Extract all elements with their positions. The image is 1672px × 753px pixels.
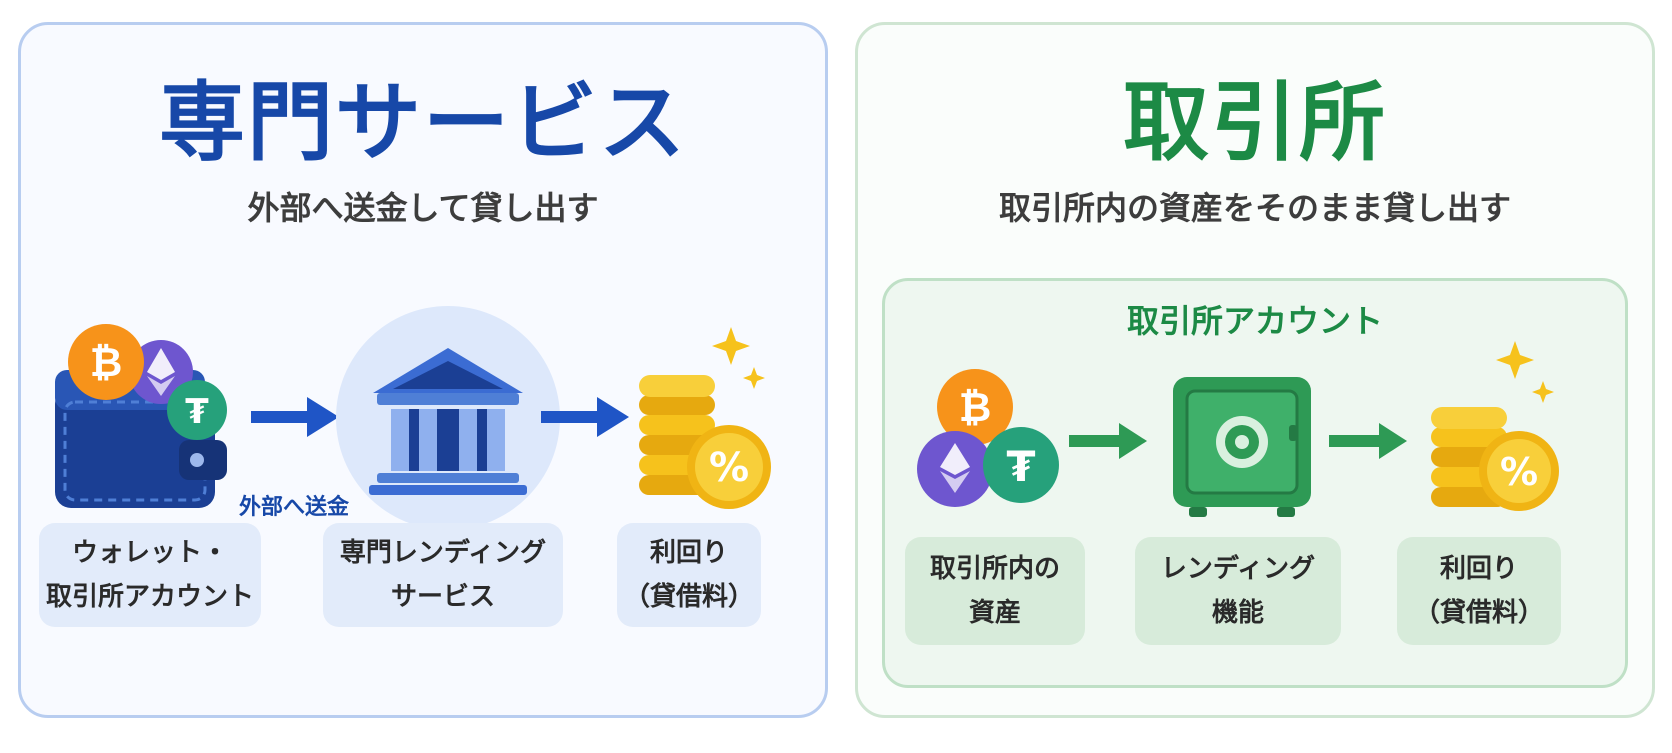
coin-stack-percent-icon: % — [639, 327, 771, 509]
tether-symbol: ₮ — [185, 392, 209, 432]
step-label-lending-feature: レンディング 機能 — [1135, 537, 1341, 645]
step-label-exchange-assets: 取引所内の 資産 — [905, 537, 1085, 645]
step-label-yield: 利回り （貸借料） — [1397, 537, 1561, 645]
panel-title: 専門サービス — [159, 73, 687, 173]
step-label-yield: 利回り （貸借料） — [617, 523, 761, 627]
bank-building-icon — [336, 306, 560, 530]
panel-external-service: 専門サービス 外部へ送金して貸し出す ₿ ₮ 外部へ送金 — [18, 22, 828, 718]
step-label-lending-service: 専門レンディング サービス — [323, 523, 563, 627]
percent-symbol: % — [709, 445, 749, 491]
bitcoin-symbol: ₿ — [959, 385, 992, 431]
wallet-with-crypto-icon: ₿ ₮ — [55, 324, 227, 508]
arrow-right-icon — [541, 397, 629, 437]
panel-title: 取引所 — [1123, 73, 1387, 173]
arrow-right-icon — [1069, 423, 1147, 459]
bitcoin-symbol: ₿ — [90, 340, 123, 386]
coin-stack-percent-icon: % — [1431, 341, 1559, 511]
panel-subtitle: 外部へ送金して貸し出す — [247, 189, 599, 227]
arrow-right-icon — [1329, 423, 1407, 459]
external-transfer-label: 外部へ送金 — [239, 495, 350, 520]
arrow-right-icon — [251, 397, 339, 437]
panel-subtitle: 取引所内の資産をそのまま貸し出す — [998, 189, 1511, 227]
panel-exchange: 取引所 取引所内の資産をそのまま貸し出す 取引所アカウント ₿ ₮ — [855, 22, 1655, 718]
exchange-account-title: 取引所アカウント — [1126, 302, 1383, 340]
safe-vault-icon — [1173, 377, 1311, 517]
crypto-coins-icon: ₿ ₮ — [917, 369, 1059, 507]
tether-symbol: ₮ — [1006, 442, 1035, 491]
exchange-account-box: 取引所アカウント ₿ ₮ — [882, 278, 1628, 688]
step-label-wallet: ウォレット・ 取引所アカウント — [39, 523, 261, 627]
percent-symbol: % — [1500, 450, 1538, 494]
